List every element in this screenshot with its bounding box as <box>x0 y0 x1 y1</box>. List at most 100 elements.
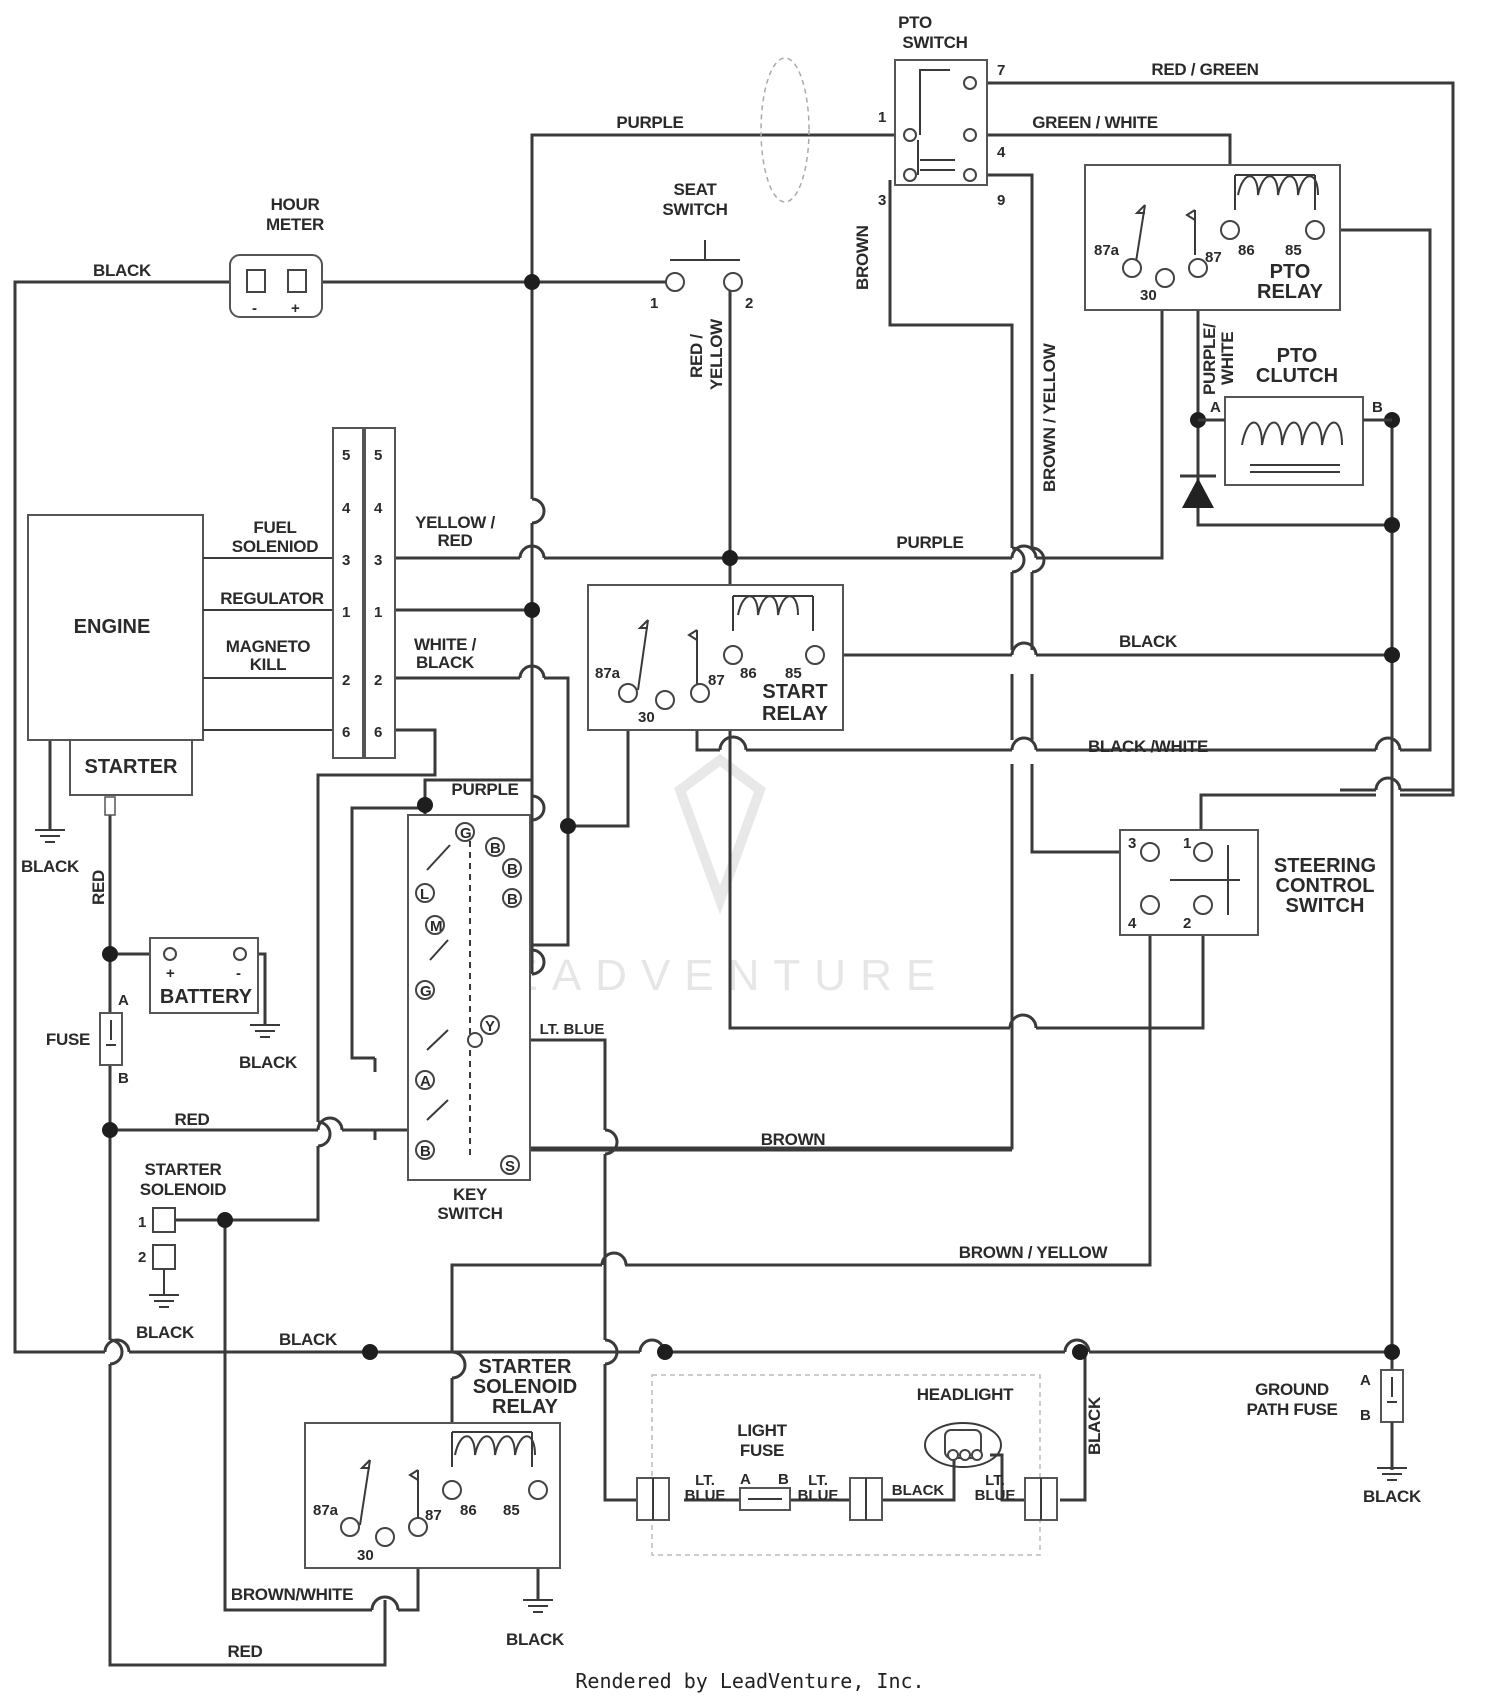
engine-connector: 5 5 4 4 3 3 1 1 2 2 6 6 <box>332 427 396 759</box>
svg-text:WHITE: WHITE <box>1218 332 1237 385</box>
svg-text:30: 30 <box>638 709 655 726</box>
svg-text:YELLOW /: YELLOW / <box>415 513 495 532</box>
svg-text:86: 86 <box>740 665 757 682</box>
svg-text:+: + <box>291 300 300 317</box>
svg-text:30: 30 <box>1140 287 1157 304</box>
svg-text:FUSE: FUSE <box>740 1441 784 1460</box>
svg-text:B: B <box>118 1070 129 1087</box>
svg-text:WHITE /: WHITE / <box>414 635 477 654</box>
svg-text:RELAY: RELAY <box>492 1396 559 1418</box>
svg-text:LT.: LT. <box>808 1472 828 1489</box>
pto-clutch: PTO CLUTCH A B <box>1180 345 1392 508</box>
svg-text:BROWN: BROWN <box>761 1130 826 1149</box>
svg-text:PTO: PTO <box>1270 261 1311 283</box>
steering-control-switch: 3 1 4 2 STEERING CONTROL SWITCH <box>1119 829 1376 936</box>
svg-text:SOLENIOD: SOLENIOD <box>232 537 318 556</box>
svg-text:BROWN / YELLOW: BROWN / YELLOW <box>1040 342 1059 492</box>
svg-text:85: 85 <box>1285 242 1302 259</box>
svg-text:4: 4 <box>997 144 1006 161</box>
svg-text:BLACK: BLACK <box>1085 1396 1104 1455</box>
junction-nodes <box>102 274 1400 1360</box>
svg-text:BLACK: BLACK <box>1119 632 1178 651</box>
svg-text:SOLENOID: SOLENOID <box>140 1180 226 1199</box>
svg-text:HOUR: HOUR <box>271 195 320 214</box>
svg-text:SWITCH: SWITCH <box>437 1204 502 1223</box>
svg-text:6: 6 <box>374 724 382 741</box>
svg-text:3: 3 <box>1128 835 1136 852</box>
svg-text:RED: RED <box>89 870 108 905</box>
svg-text:ENGINE: ENGINE <box>74 616 151 638</box>
wire-labels: PURPLE RED / GREEN GREEN / WHITE BLACK B… <box>21 60 1422 1661</box>
svg-text:B: B <box>1372 399 1383 416</box>
seat-switch: SEAT SWITCH 1 2 <box>650 180 753 312</box>
svg-text:RED: RED <box>438 531 473 550</box>
svg-text:YELLOW: YELLOW <box>707 318 726 390</box>
svg-text:BLACK: BLACK <box>506 1630 565 1649</box>
svg-text:4: 4 <box>1128 915 1137 932</box>
svg-text:RELAY: RELAY <box>1257 281 1324 303</box>
svg-text:BLACK: BLACK <box>416 653 475 672</box>
svg-text:STARTER: STARTER <box>145 1160 222 1179</box>
start-relay: 87a 30 87 86 85 START RELAY <box>587 584 844 731</box>
svg-text:1: 1 <box>650 295 658 312</box>
svg-text:LT.: LT. <box>985 1472 1005 1489</box>
svg-text:87: 87 <box>1205 249 1222 266</box>
svg-text:STARTER: STARTER <box>85 756 179 778</box>
svg-text:HEADLIGHT: HEADLIGHT <box>917 1385 1014 1404</box>
svg-text:2: 2 <box>1183 915 1191 932</box>
svg-text:G: G <box>460 825 472 842</box>
svg-text:RELAY: RELAY <box>762 703 829 725</box>
svg-text:G: G <box>420 983 432 1000</box>
svg-text:PURPLE: PURPLE <box>896 533 963 552</box>
svg-text:PATH FUSE: PATH FUSE <box>1246 1400 1337 1419</box>
wires <box>13 81 1455 1667</box>
ground-symbols <box>35 829 1407 1613</box>
svg-text:BLACK: BLACK <box>239 1053 298 1072</box>
svg-text:+: + <box>166 965 175 982</box>
svg-text:6: 6 <box>342 724 350 741</box>
svg-text:CLUTCH: CLUTCH <box>1256 365 1338 387</box>
key-switch: G B B B L M G Y A B S KEY SWITCH <box>407 814 531 1223</box>
svg-text:KEY: KEY <box>453 1185 488 1204</box>
svg-text:GREEN / WHITE: GREEN / WHITE <box>1032 113 1158 132</box>
svg-text:BLACK: BLACK <box>136 1323 195 1342</box>
wire-hops <box>103 497 1402 1611</box>
svg-text:3: 3 <box>342 552 350 569</box>
svg-text:KILL: KILL <box>250 655 287 674</box>
svg-text:B: B <box>507 891 518 908</box>
svg-text:3: 3 <box>878 192 886 209</box>
light-circuit: LIGHT FUSE HEADLIGHT A B <box>636 1374 1058 1556</box>
svg-text:85: 85 <box>785 665 802 682</box>
svg-text:PTO: PTO <box>1277 345 1318 367</box>
svg-text:LT.: LT. <box>695 1472 715 1489</box>
svg-text:BROWN: BROWN <box>853 225 872 290</box>
svg-text:1: 1 <box>138 1214 146 1231</box>
battery: + - BATTERY <box>149 937 259 1014</box>
svg-text:B: B <box>507 861 518 878</box>
svg-text:RED: RED <box>228 1642 263 1661</box>
svg-text:Y: Y <box>485 1018 495 1035</box>
svg-text:BLACK /WHITE: BLACK /WHITE <box>1088 737 1208 756</box>
svg-text:87: 87 <box>708 672 725 689</box>
svg-text:87: 87 <box>425 1507 442 1524</box>
fuse: FUSE A B <box>46 992 129 1087</box>
harness-marker <box>760 57 810 203</box>
svg-text:CONTROL: CONTROL <box>1276 875 1375 897</box>
svg-text:87a: 87a <box>595 665 621 682</box>
starter-solenoid-relay: STARTER SOLENOID RELAY 87a 30 87 86 85 <box>304 1356 577 1569</box>
engine: ENGINE STARTER FUEL SOLENIOD REGULATOR M… <box>27 514 335 816</box>
svg-text:BLACK: BLACK <box>279 1330 338 1349</box>
svg-text:L: L <box>420 886 429 903</box>
svg-text:A: A <box>1360 1372 1371 1389</box>
pto-switch: PTO SWITCH 1 7 4 3 9 <box>878 13 1006 209</box>
svg-text:1: 1 <box>374 604 382 621</box>
svg-text:S: S <box>505 1158 515 1175</box>
starter-solenoid: STARTER SOLENOID 1 2 <box>138 1160 227 1295</box>
svg-text:LIGHT: LIGHT <box>737 1421 787 1440</box>
svg-text:FUEL: FUEL <box>253 518 296 537</box>
svg-text:85: 85 <box>503 1502 520 1519</box>
svg-text:3: 3 <box>374 552 382 569</box>
svg-text:BLACK: BLACK <box>892 1482 945 1499</box>
svg-text:BROWN/WHITE: BROWN/WHITE <box>231 1585 353 1604</box>
svg-text:B: B <box>1360 1407 1371 1424</box>
